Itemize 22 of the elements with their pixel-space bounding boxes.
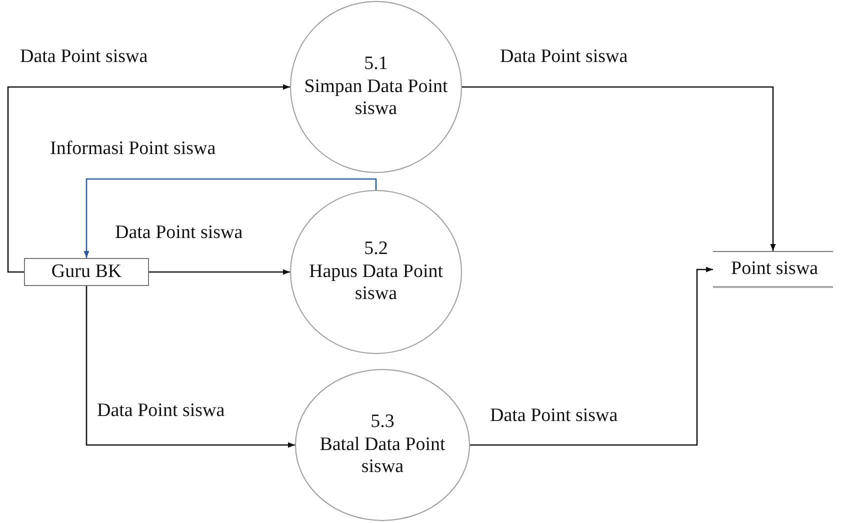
arrow [470,266,713,446]
edge-label: Data Point siswa [500,46,628,69]
edge-label: Informasi Point siswa [50,138,216,161]
edge-label: Data Point siswa [490,405,618,428]
process-number: 5.1 [364,52,388,76]
edge-label: Data Point siswa [97,400,225,423]
edge-label: Data Point siswa [20,46,148,69]
process-number: 5.2 [364,238,388,261]
arrow [462,86,776,251]
entity-box [24,258,149,286]
data-store [713,251,833,288]
entity-label: Guru BK [51,260,122,284]
arrow [86,286,295,448]
process-label: Hapus Data Point siswa [308,260,444,306]
arrow [84,178,377,258]
process-label: Batal Data Point siswa [318,434,446,480]
process-number: 5.3 [370,410,394,434]
data-store-label: Point siswa [731,258,818,280]
arrow [7,84,290,273]
process-label: Simpan Data Point siswa [303,76,449,122]
arrow [149,269,290,275]
edge-label: Data Point siswa [115,222,243,245]
